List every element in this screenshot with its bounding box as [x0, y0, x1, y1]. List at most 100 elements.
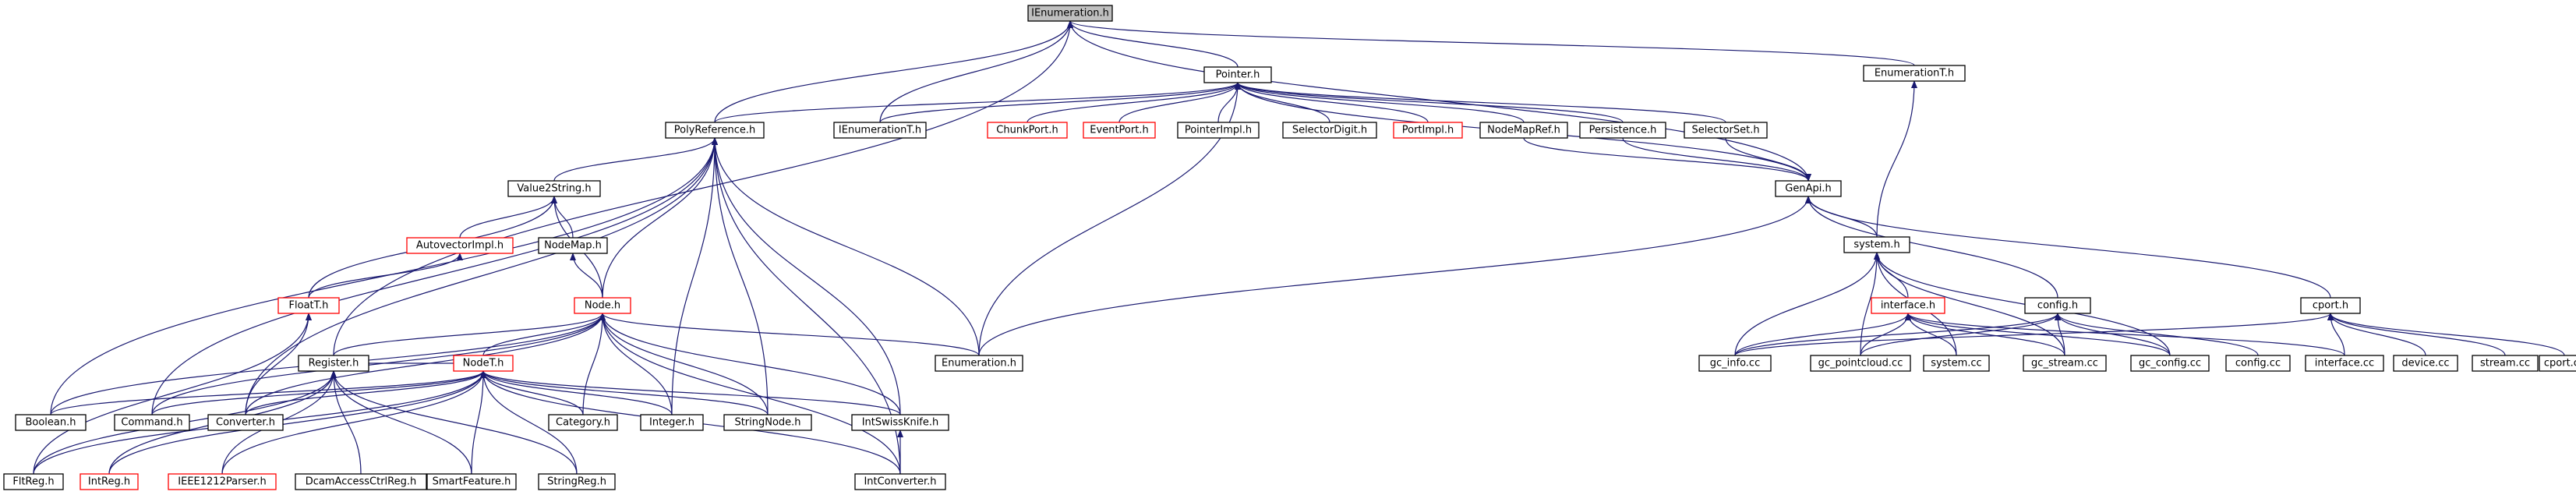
node-box-stringnode[interactable] [723, 414, 812, 431]
node-system[interactable]: system.h [1843, 236, 1910, 253]
node-box-pointer[interactable] [1203, 66, 1272, 83]
node-box-interface_cc[interactable] [2305, 355, 2384, 372]
node-nodemap[interactable]: NodeMap.h [538, 237, 608, 254]
node-box-value2string[interactable] [507, 180, 601, 197]
node-box-ienum[interactable] [1027, 5, 1113, 22]
node-box-stream_cc[interactable] [2472, 355, 2539, 372]
node-box-ienumT[interactable] [833, 122, 927, 139]
node-box-intconverter[interactable] [854, 473, 946, 490]
node-box-selectordigit[interactable] [1282, 122, 1377, 139]
node-box-genapi[interactable] [1775, 180, 1842, 197]
node-value2string[interactable]: Value2String.h [507, 180, 601, 197]
node-box-node[interactable] [574, 297, 631, 314]
node-gc_pointcloud[interactable]: gc_pointcloud.cc [1810, 355, 1911, 372]
node-box-nodemapref[interactable] [1479, 122, 1568, 139]
node-stream_cc[interactable]: stream.cc [2472, 355, 2539, 372]
node-enumT[interactable]: EnumerationT.h [1863, 65, 1966, 82]
node-register[interactable]: Register.h [298, 355, 369, 372]
node-ienumT[interactable]: IEnumerationT.h [833, 122, 927, 139]
node-gc_config[interactable]: gc_config.cc [2130, 355, 2210, 372]
node-nodemapref[interactable]: NodeMapRef.h [1479, 122, 1568, 139]
node-box-cport_cc[interactable] [2539, 355, 2576, 372]
node-device_cc[interactable]: device.cc [2393, 355, 2458, 372]
node-box-cport_h[interactable] [2300, 297, 2361, 314]
node-box-fltreg[interactable] [3, 473, 64, 490]
node-polyref[interactable]: PolyReference.h [665, 122, 765, 139]
node-fltreg[interactable]: FltReg.h [3, 473, 64, 490]
node-pointerimpl[interactable]: PointerImpl.h [1177, 122, 1260, 139]
node-persistence[interactable]: Persistence.h [1579, 122, 1666, 139]
node-cport_cc[interactable]: cport.cc [2539, 355, 2576, 372]
node-box-intswissknife[interactable] [851, 414, 949, 431]
node-portimpl[interactable]: PortImpl.h [1393, 122, 1463, 139]
node-box-config_h[interactable] [2024, 297, 2091, 314]
node-box-polyref[interactable] [665, 122, 765, 139]
node-converter[interactable]: Converter.h [207, 414, 284, 431]
node-box-intreg[interactable] [80, 473, 139, 490]
node-box-gc_stream[interactable] [2023, 355, 2107, 372]
node-eventport[interactable]: EventPort.h [1083, 122, 1156, 139]
node-cport_h[interactable]: cport.h [2300, 297, 2361, 314]
node-box-chunkport[interactable] [987, 122, 1068, 139]
node-genapi[interactable]: GenApi.h [1775, 180, 1842, 197]
node-command[interactable]: Command.h [114, 414, 190, 431]
node-box-integer[interactable] [640, 414, 704, 431]
node-box-autovector[interactable] [406, 237, 514, 254]
node-intreg[interactable]: IntReg.h [80, 473, 139, 490]
node-pointer[interactable]: Pointer.h [1203, 66, 1272, 83]
node-box-pointerimpl[interactable] [1177, 122, 1260, 139]
node-box-register[interactable] [298, 355, 369, 372]
node-selectorset[interactable]: SelectorSet.h [1684, 122, 1768, 139]
node-box-eventport[interactable] [1083, 122, 1156, 139]
node-box-command[interactable] [114, 414, 190, 431]
node-box-interface_h[interactable] [1871, 297, 1945, 314]
node-box-system[interactable] [1843, 236, 1910, 253]
node-chunkport[interactable]: ChunkPort.h [987, 122, 1068, 139]
node-box-category[interactable] [548, 414, 618, 431]
node-intswissknife[interactable]: IntSwissKnife.h [851, 414, 949, 431]
node-nodeT[interactable]: NodeT.h [453, 355, 514, 372]
node-category[interactable]: Category.h [548, 414, 618, 431]
node-box-dcam[interactable] [295, 473, 427, 490]
node-box-enumeration[interactable] [935, 355, 1023, 372]
node-stringreg[interactable]: StringReg.h [538, 473, 616, 490]
node-integer[interactable]: Integer.h [640, 414, 704, 431]
node-autovector[interactable]: AutovectorImpl.h [406, 237, 514, 254]
node-system_cc[interactable]: system.cc [1923, 355, 1990, 372]
node-interface_cc[interactable]: interface.cc [2305, 355, 2384, 372]
node-interface_h[interactable]: interface.h [1871, 297, 1945, 314]
node-box-nodeT[interactable] [453, 355, 514, 372]
node-box-converter[interactable] [207, 414, 284, 431]
node-ieee1212[interactable]: IEEE1212Parser.h [168, 473, 277, 490]
node-box-stringreg[interactable] [538, 473, 616, 490]
node-config_h[interactable]: config.h [2024, 297, 2091, 314]
node-floatT[interactable]: FloatT.h [277, 297, 340, 314]
node-box-config_cc[interactable] [2225, 355, 2291, 372]
node-config_cc[interactable]: config.cc [2225, 355, 2291, 372]
node-box-ieee1212[interactable] [168, 473, 277, 490]
node-box-enumT[interactable] [1863, 65, 1966, 82]
node-box-gc_pointcloud[interactable] [1810, 355, 1911, 372]
node-box-persistence[interactable] [1579, 122, 1666, 139]
node-smartfeature[interactable]: SmartFeature.h [426, 473, 517, 490]
node-box-portimpl[interactable] [1393, 122, 1463, 139]
node-box-gc_config[interactable] [2130, 355, 2210, 372]
node-box-system_cc[interactable] [1923, 355, 1990, 372]
node-ienum[interactable]: IEnumeration.h [1027, 5, 1113, 22]
node-box-selectorset[interactable] [1684, 122, 1768, 139]
node-box-nodemap[interactable] [538, 237, 608, 254]
node-box-gc_info[interactable] [1698, 355, 1772, 372]
node-box-device_cc[interactable] [2393, 355, 2458, 372]
node-intconverter[interactable]: IntConverter.h [854, 473, 946, 490]
node-enumeration[interactable]: Enumeration.h [935, 355, 1023, 372]
node-node[interactable]: Node.h [574, 297, 631, 314]
node-gc_info[interactable]: gc_info.cc [1698, 355, 1772, 372]
node-boolean[interactable]: Boolean.h [15, 414, 87, 431]
node-box-smartfeature[interactable] [426, 473, 517, 490]
node-box-floatT[interactable] [277, 297, 340, 314]
node-stringnode[interactable]: StringNode.h [723, 414, 812, 431]
node-selectordigit[interactable]: SelectorDigit.h [1282, 122, 1377, 139]
node-gc_stream[interactable]: gc_stream.cc [2023, 355, 2107, 372]
node-dcam[interactable]: DcamAccessCtrlReg.h [295, 473, 427, 490]
node-box-boolean[interactable] [15, 414, 87, 431]
